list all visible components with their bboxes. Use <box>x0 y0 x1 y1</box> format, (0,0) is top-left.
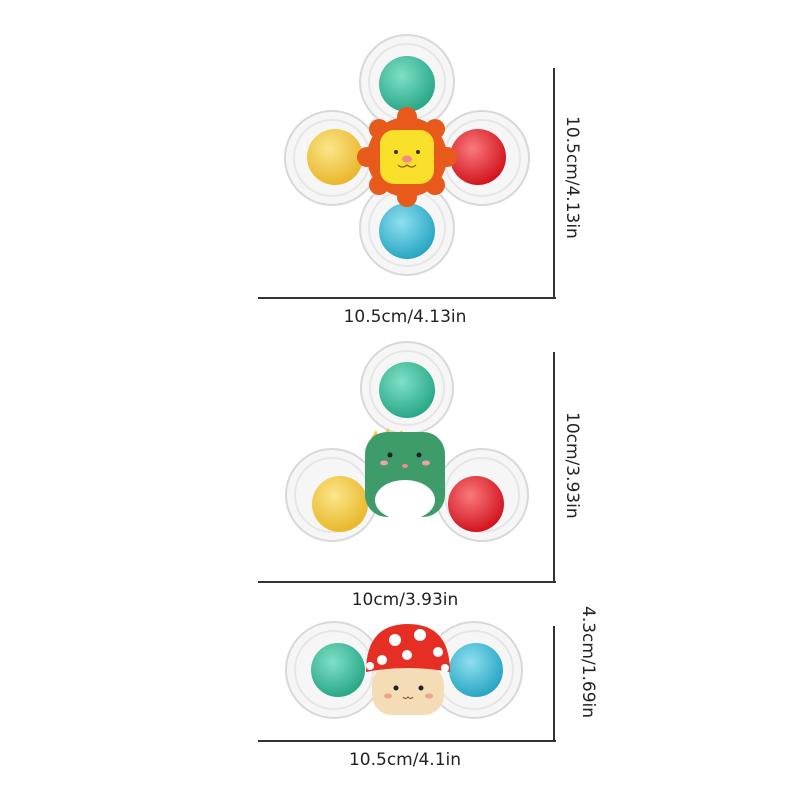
mushroom-height-line <box>553 626 555 742</box>
ball-blue <box>449 643 503 697</box>
ball-teal <box>379 362 435 418</box>
dino-character <box>365 428 445 520</box>
lion-character <box>357 107 457 207</box>
ball-teal <box>311 643 365 697</box>
mushroom-width-line <box>258 740 556 742</box>
dino-height-line <box>553 352 555 583</box>
lion-height-line <box>553 68 555 299</box>
ball-red <box>450 129 506 185</box>
lion-width-label: 10.5cm/4.13in <box>343 307 467 327</box>
ball-blue <box>379 203 435 259</box>
mushroom-width-label: 10.5cm/4.1in <box>348 750 462 770</box>
dino-width-label: 10cm/3.93in <box>351 590 459 610</box>
mushroom-character <box>366 624 450 715</box>
lion-width-line <box>258 297 556 299</box>
ball-yellow <box>307 129 363 185</box>
ball-teal <box>379 56 435 112</box>
ball-red <box>448 476 504 532</box>
dino-width-line <box>258 581 556 583</box>
ball-yellow <box>312 476 368 532</box>
mushroom-height-label: 4.3cm/1.69in <box>578 606 598 719</box>
